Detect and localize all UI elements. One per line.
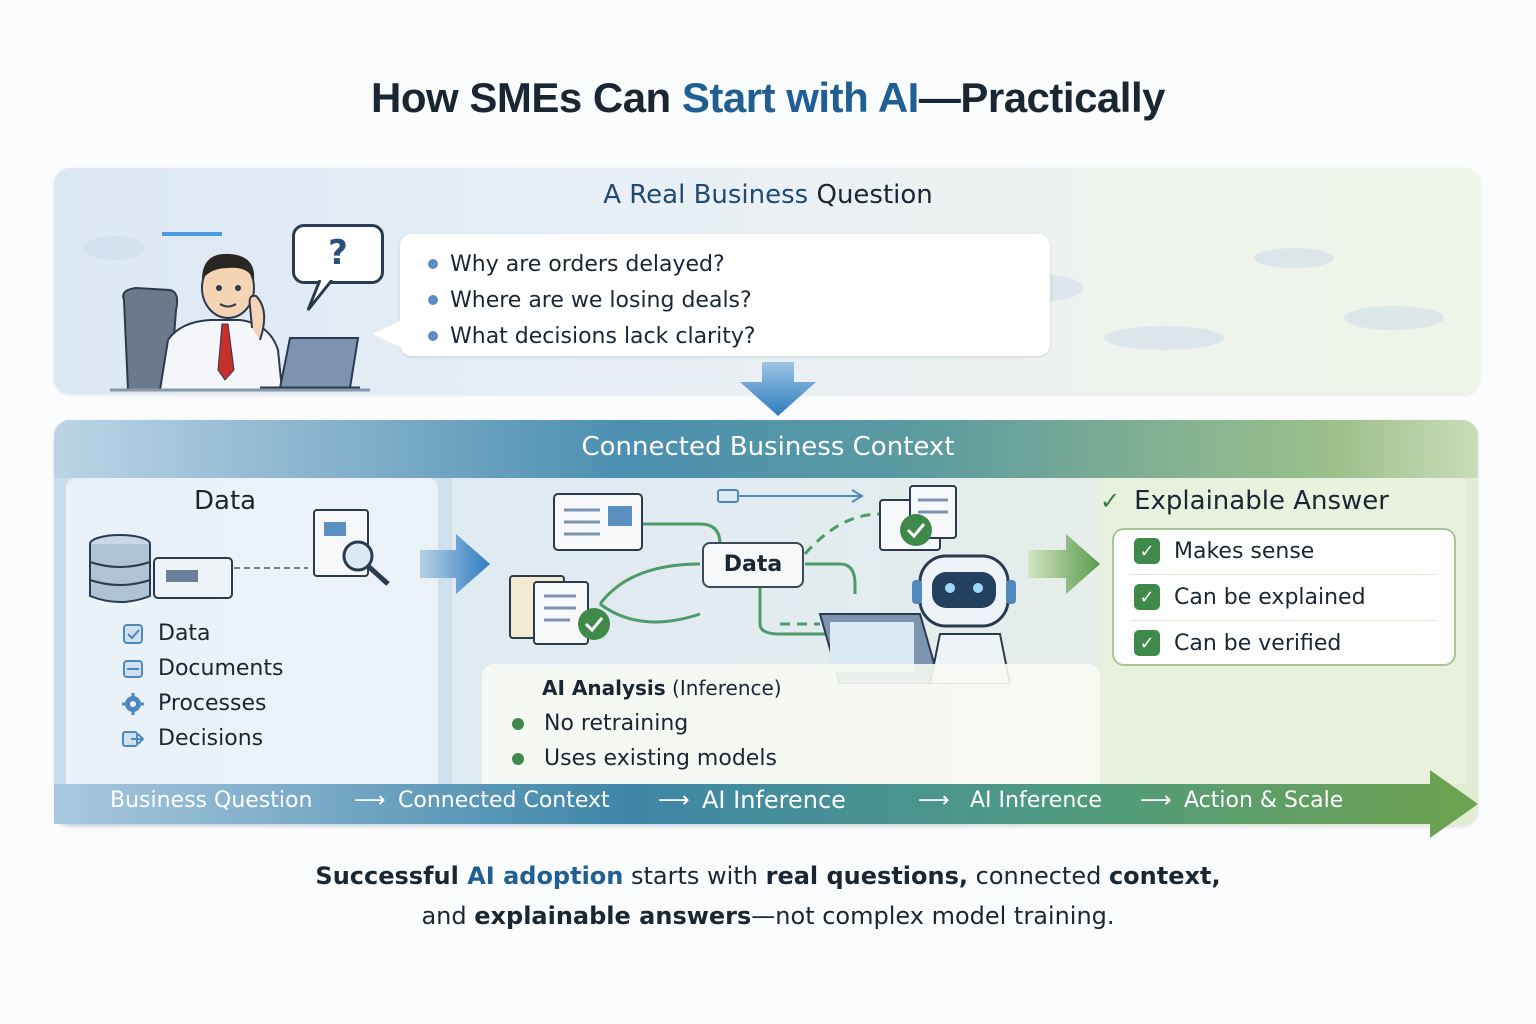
bullet-icon xyxy=(428,259,438,269)
list-item: No retraining xyxy=(512,706,777,741)
list-item: Uses existing models xyxy=(512,741,777,776)
title-accent: Start with AI xyxy=(681,74,919,121)
analysis-list: No retraining Uses existing models xyxy=(512,706,777,776)
page-title: How SMEs Can Start with AI—Practically xyxy=(371,74,1166,121)
right-arrow-green-icon xyxy=(1028,534,1100,594)
context-panel-title: Connected Business Context xyxy=(581,432,955,462)
database-icon xyxy=(89,534,151,603)
right-arrow-icon xyxy=(420,534,490,594)
list-item: Processes xyxy=(120,686,283,721)
network-illustration xyxy=(509,485,1016,684)
list-item: Why are orders delayed? xyxy=(428,246,756,282)
flow-arrow xyxy=(54,770,1478,838)
document-card-icon xyxy=(553,493,643,551)
summary-text: Successful AI adoption starts with real … xyxy=(0,856,1536,936)
flow-step: AI Inference xyxy=(970,788,1102,813)
flow-step: AI Inference xyxy=(702,786,846,814)
bullet-icon xyxy=(512,717,524,730)
flow-separator: ⟶ xyxy=(1140,788,1172,813)
document-stack-icon xyxy=(509,575,610,645)
gear-icon xyxy=(120,692,146,715)
question-mark-bubble: ? xyxy=(292,224,384,284)
down-arrow-icon xyxy=(740,362,816,416)
bullet-icon xyxy=(428,331,438,341)
bullet-icon xyxy=(428,295,438,305)
check-icon: ✓ xyxy=(1100,487,1121,515)
flow-step: Connected Context xyxy=(398,788,610,813)
flow-step: Business Question xyxy=(110,788,313,813)
list-item: Where are we losing deals? xyxy=(428,282,756,318)
data-node: Data xyxy=(702,542,804,588)
list-item: Documents xyxy=(120,651,283,686)
answer-box xyxy=(1112,528,1456,666)
summary-line-2: and explainable answers—not complex mode… xyxy=(421,902,1115,930)
businessman-illustration xyxy=(110,232,370,392)
answer-item: ✓Makes sense xyxy=(1134,528,1314,574)
question-mark-icon: ? xyxy=(328,233,348,273)
questions-bubble-tail xyxy=(372,320,402,348)
data-source-list: Data Documents Processes Decisions xyxy=(120,616,283,756)
list-item: Decisions xyxy=(120,721,283,756)
analysis-box xyxy=(482,664,1100,784)
checked-box-icon: ✓ xyxy=(1134,630,1160,656)
answer-title: ✓Explainable Answer xyxy=(1100,486,1389,516)
flow-separator: ⟶ xyxy=(658,788,690,813)
bubble-tail-icon xyxy=(306,280,334,311)
robot-icon xyxy=(818,554,1016,684)
data-sources-illustration xyxy=(89,509,390,603)
data-column-title: Data xyxy=(194,486,257,516)
question-list: Why are orders delayed? Where are we los… xyxy=(428,246,756,354)
checkbox-icon xyxy=(120,623,146,645)
list-item: What decisions lack clarity? xyxy=(428,318,756,354)
answer-item: ✓Can be verified xyxy=(1134,620,1341,666)
document-icon xyxy=(120,658,146,680)
questions-bubble xyxy=(400,234,1050,356)
answer-item: ✓Can be explained xyxy=(1134,574,1366,620)
divider xyxy=(1130,574,1436,575)
flow-separator: ⟶ xyxy=(354,788,386,813)
verified-document-icon xyxy=(879,485,957,551)
decision-arrow-icon xyxy=(120,728,146,750)
bullet-icon xyxy=(512,752,524,765)
magnifier-icon xyxy=(342,540,374,572)
summary-line-1: Successful AI adoption starts with real … xyxy=(315,862,1221,890)
divider xyxy=(1130,620,1436,621)
flow-step: Action & Scale xyxy=(1184,788,1344,813)
analysis-title: AI Analysis (Inference) xyxy=(542,676,782,700)
flow-separator: ⟶ xyxy=(918,788,950,813)
question-panel-title: A Real Business Question xyxy=(603,180,933,210)
list-item: Data xyxy=(120,616,283,651)
checked-box-icon: ✓ xyxy=(1134,538,1160,564)
checked-box-icon: ✓ xyxy=(1134,584,1160,610)
context-panel-header xyxy=(54,420,1478,478)
